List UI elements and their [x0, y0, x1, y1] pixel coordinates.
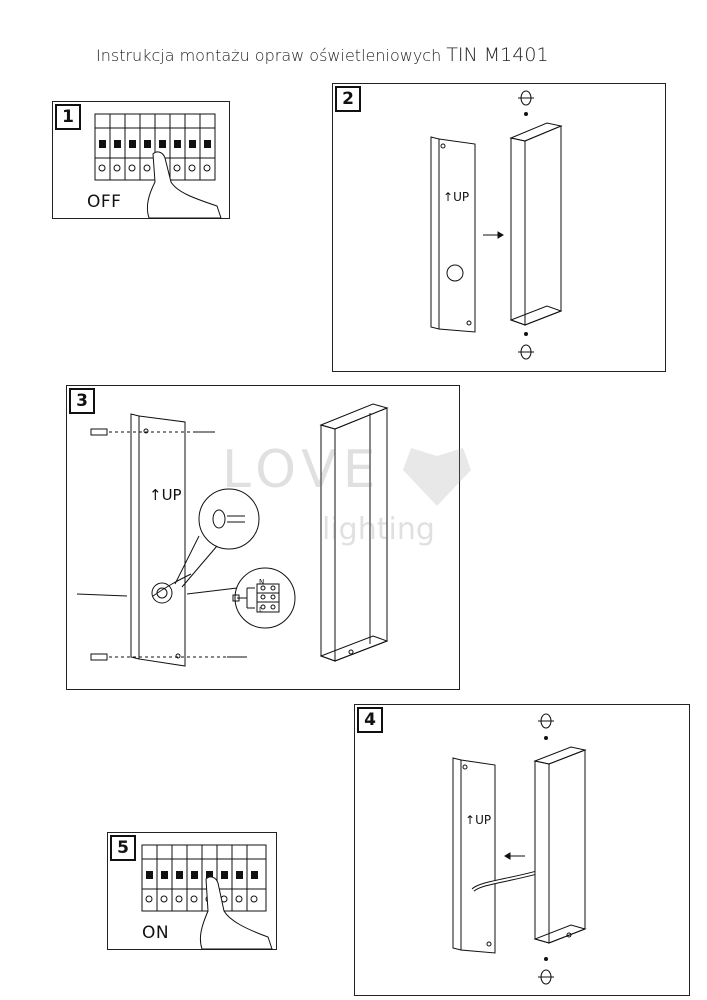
step-3-panel: 3: [66, 385, 460, 690]
up-arrow-icon: ↑: [465, 813, 476, 827]
step-2-illustration: [430, 90, 563, 360]
step-2-up-label: ↑UP: [443, 190, 470, 204]
step-5-number: 5: [110, 835, 136, 861]
watermark-line2: lighting: [322, 512, 435, 547]
step-5-state-label: ON: [142, 923, 170, 943]
breaker-panel-illustration: [94, 113, 222, 219]
step-3-number: 3: [69, 388, 95, 414]
step-2-number: 2: [335, 86, 361, 112]
watermark-line1: LOVE: [222, 440, 382, 500]
heart-icon: [403, 448, 471, 506]
step-4-panel: 4 ↑UP: [354, 704, 690, 996]
step-4-illustration: [452, 713, 587, 985]
step-4-number: 4: [357, 707, 383, 733]
step-3-up-label: ↑UP: [149, 486, 182, 504]
step-4-up-label: ↑UP: [465, 813, 492, 827]
up-arrow-icon: ↑: [149, 486, 162, 504]
wire-label-n: N: [259, 578, 265, 586]
title-text: Instrukcja montażu opraw oświetleniowych: [96, 46, 442, 65]
step-1-number: 1: [55, 104, 81, 130]
step-5-panel: 5 ON: [107, 832, 277, 950]
step-1-panel: 1 OFF: [52, 101, 230, 219]
step-1-state-label: OFF: [87, 192, 122, 212]
watermark-logo: LOVE lighting: [222, 430, 492, 570]
breaker-panel-illustration: [141, 844, 273, 950]
up-arrow-icon: ↑: [443, 190, 454, 204]
model-name: TIN M1401: [446, 44, 549, 66]
step-2-panel: 2 ↑UP: [332, 83, 666, 372]
step-3-illustration: [76, 403, 389, 667]
wire-label-l: L: [259, 606, 263, 614]
document-title: Instrukcja montażu opraw oświetleniowych…: [96, 44, 549, 66]
